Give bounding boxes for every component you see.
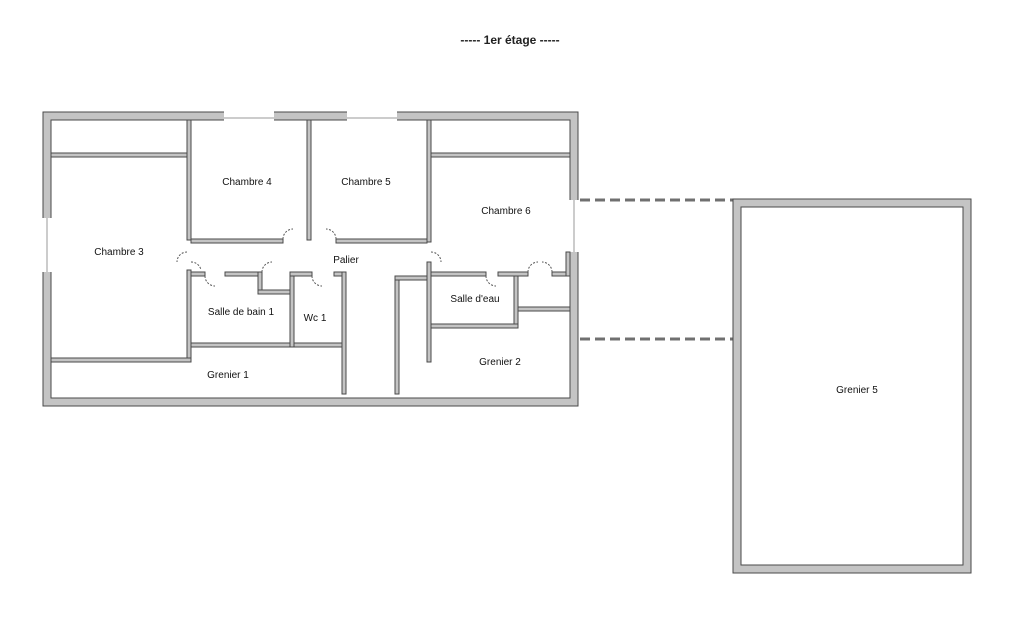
wall-grenier-1-top (190, 342, 345, 348)
door-chambre-4 (282, 228, 294, 240)
door-salle-eau (485, 275, 497, 287)
door-chambre-3 (176, 251, 188, 263)
label-salle-deau: Salle d'eau (450, 294, 499, 305)
wall-chambre-6-lower-right (565, 251, 571, 277)
wall-salle-eau-top-b (497, 271, 529, 277)
label-palier: Palier (333, 255, 359, 266)
window-chambre-5 (347, 110, 397, 122)
label-grenier-2: Grenier 2 (479, 357, 521, 368)
wall-wc-right (341, 271, 347, 395)
wall-grenier-2-top-a (394, 275, 431, 281)
main-building (41, 110, 580, 407)
wall-bath-top-a (190, 271, 206, 277)
grenier-5-wall-fill (733, 199, 971, 573)
connectors (580, 198, 733, 341)
wall-bath-top-b (224, 271, 261, 277)
wall-chambre-3-bottom (50, 357, 192, 363)
door-chambre-6 (430, 251, 442, 263)
wall-top-strip-right (429, 152, 571, 158)
label-chambre-4: Chambre 4 (222, 177, 272, 188)
door-closet-right-b (541, 261, 553, 273)
wall-closet-bottom (257, 289, 294, 295)
wall-chambre-3-4 (186, 119, 192, 241)
wall-salle-eau-left (426, 261, 432, 363)
wall-closet-right-top (551, 271, 567, 277)
window-chambre-4 (224, 110, 274, 122)
label-grenier-1: Grenier 1 (207, 370, 249, 381)
floor-title: ----- 1er étage ----- (460, 33, 559, 47)
wall-salle-eau-top-a (430, 271, 487, 277)
doors (176, 228, 553, 287)
wall-grenier-2-left (394, 275, 400, 395)
grenier-5-outer-outline (732, 198, 972, 574)
label-grenier-5: Grenier 5 (836, 385, 878, 396)
room-labels: Chambre 3 Chambre 4 Chambre 5 Chambre 6 … (94, 177, 878, 396)
wall-bath-wc (289, 271, 295, 348)
wall-salle-eau-right (513, 275, 519, 327)
label-salle-de-bain-1: Salle de bain 1 (208, 307, 275, 318)
wall-top-strip-left (50, 152, 190, 158)
wall-closet-right-bottom (517, 306, 571, 312)
door-closet (261, 261, 273, 273)
grenier-5-inner-outline (740, 206, 964, 566)
wall-salle-eau-bottom (430, 323, 519, 329)
door-wc (311, 275, 323, 287)
grenier-5-building (732, 198, 972, 574)
door-chambre-5 (325, 228, 337, 240)
wall-palier-top-right (335, 238, 428, 244)
label-chambre-5: Chambre 5 (341, 177, 391, 188)
wall-chambre-5-6 (426, 119, 432, 243)
interior-walls (50, 119, 571, 395)
door-closet-right-a (527, 261, 539, 273)
label-chambre-3: Chambre 3 (94, 247, 144, 258)
wall-wc-top-a (289, 271, 313, 277)
door-bath (204, 275, 216, 287)
wall-chambre-3-lower (186, 269, 192, 363)
door-chambre-3b (190, 261, 202, 271)
wall-chambre-4-5 (306, 119, 312, 241)
label-wc-1: Wc 1 (304, 313, 327, 324)
label-chambre-6: Chambre 6 (481, 206, 531, 217)
wall-palier-top-left (190, 238, 284, 244)
